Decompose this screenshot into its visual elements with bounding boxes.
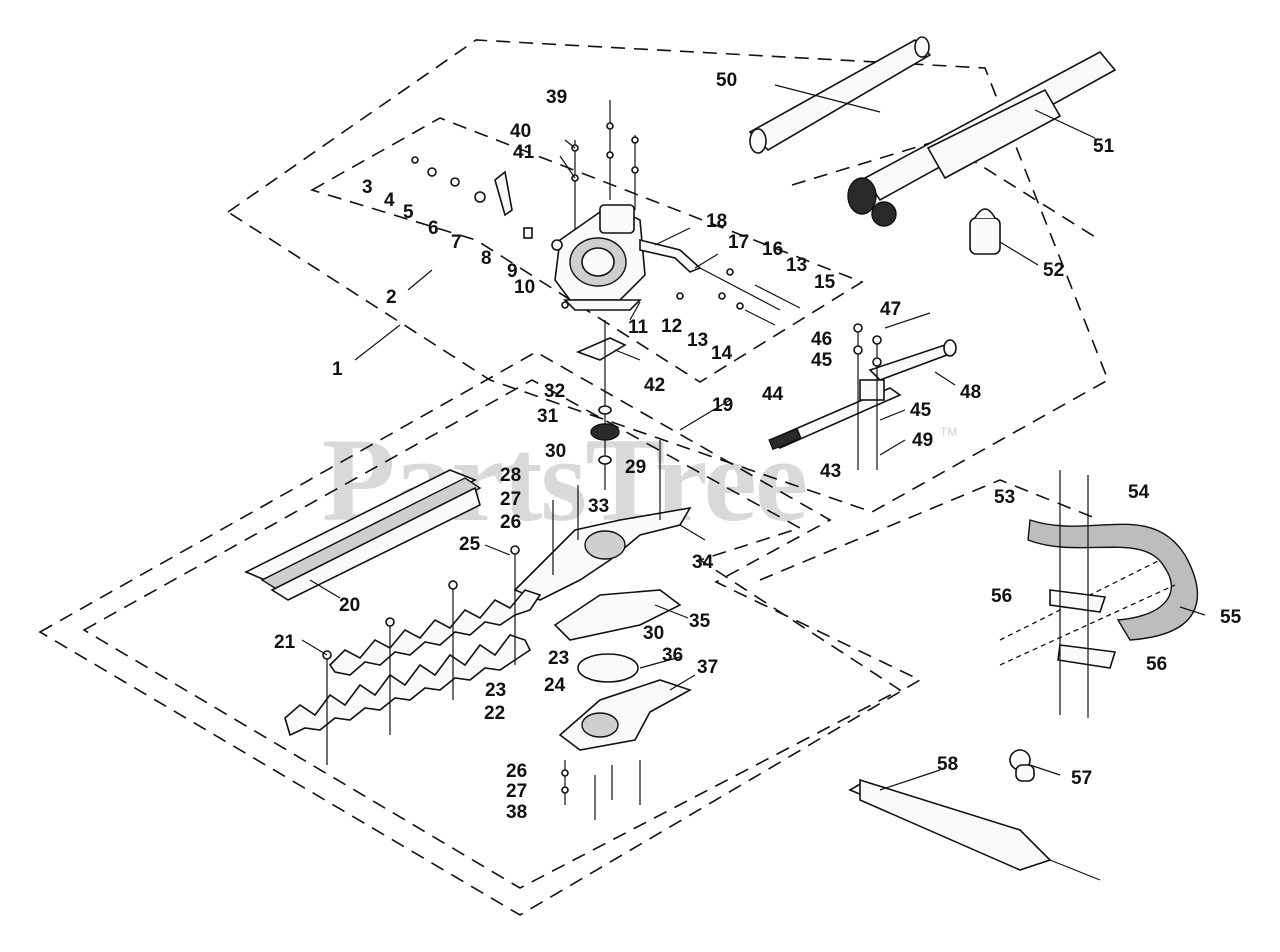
callout-29: 29 [625, 457, 646, 478]
callout-45b: 45 [910, 400, 932, 421]
lower-cover [558, 679, 692, 751]
callout-14: 14 [711, 343, 733, 364]
callout-27b: 27 [506, 781, 527, 802]
callout-12: 12 [661, 316, 682, 337]
assembly-outline-1 [226, 39, 1110, 513]
callout-38: 38 [506, 802, 527, 823]
callout-22: 22 [484, 703, 505, 724]
callout-20: 20 [339, 595, 360, 616]
callout-56b: 56 [1146, 654, 1167, 675]
handle-mount [768, 323, 957, 470]
callout-33: 33 [588, 496, 609, 517]
callout-26b: 26 [506, 761, 527, 782]
callout-16: 16 [762, 239, 783, 260]
shoulder-strap [848, 778, 1101, 881]
callout-56a: 56 [991, 586, 1012, 607]
callout-53: 53 [994, 487, 1015, 508]
callout-58: 58 [937, 754, 958, 775]
callout-7: 7 [451, 232, 462, 253]
assembly-outline-5 [791, 139, 1101, 241]
callout-46: 46 [811, 329, 832, 350]
callout-44: 44 [762, 384, 784, 405]
callout-leaders [301, 84, 1206, 791]
callout-32: 32 [544, 381, 565, 402]
cutting-blades [284, 589, 542, 737]
callout-18: 18 [706, 211, 727, 232]
callout-34: 34 [692, 552, 714, 573]
washer-plate [577, 653, 639, 683]
callout-11: 11 [628, 317, 649, 338]
blade-bolts [322, 545, 520, 765]
callout-13b: 13 [687, 330, 708, 351]
callout-labels: 50 51 52 39 40 41 3 4 5 6 7 8 9 10 2 1 1… [274, 70, 1242, 823]
lower-shaft-tube [847, 50, 1117, 227]
callout-4: 4 [384, 190, 395, 211]
callout-27a: 27 [500, 489, 521, 510]
callout-23a: 23 [548, 648, 569, 669]
callout-40: 40 [510, 121, 531, 142]
callout-41: 41 [513, 142, 535, 163]
callout-6: 6 [428, 218, 439, 239]
callout-26a: 26 [500, 512, 521, 533]
callout-17: 17 [728, 232, 749, 253]
callout-21: 21 [274, 632, 296, 653]
callout-10: 10 [514, 277, 535, 298]
callout-15: 15 [814, 272, 836, 293]
callout-2: 2 [386, 287, 397, 308]
callout-54: 54 [1128, 482, 1150, 503]
gearbox-hardware [411, 120, 801, 326]
blade-guard [244, 469, 482, 601]
loop-handle [999, 470, 1199, 718]
callout-36: 36 [662, 645, 683, 666]
callout-35: 35 [689, 611, 711, 632]
callout-50: 50 [716, 70, 737, 91]
callout-39: 39 [546, 87, 567, 108]
gasket-42 [575, 337, 627, 361]
callout-52: 52 [1043, 260, 1064, 281]
assembly-outline-3 [38, 351, 922, 916]
callout-37: 37 [697, 657, 718, 678]
bottom-bolts [561, 760, 641, 820]
callout-24: 24 [544, 675, 566, 696]
callout-3: 3 [362, 177, 373, 198]
gear-stack [590, 320, 620, 490]
callout-13a: 13 [786, 255, 807, 276]
throttle-lever [494, 170, 513, 217]
callout-8: 8 [481, 248, 492, 269]
assembly-outline-4 [82, 379, 902, 889]
callout-43: 43 [820, 461, 841, 482]
callout-45a: 45 [811, 350, 833, 371]
callout-30b: 30 [643, 623, 664, 644]
callout-5: 5 [403, 202, 414, 223]
callout-28: 28 [500, 465, 521, 486]
callout-30a: 30 [545, 441, 566, 462]
callout-57: 57 [1071, 768, 1092, 789]
callout-23b: 23 [485, 680, 506, 701]
gearbox-housing [554, 204, 646, 311]
drive-coupler [969, 208, 1001, 255]
cover-plate [553, 589, 682, 641]
callout-47: 47 [880, 299, 901, 320]
callout-1: 1 [332, 359, 343, 380]
gear-case [513, 440, 692, 601]
callout-51: 51 [1093, 136, 1115, 157]
callout-19: 19 [712, 395, 733, 416]
strap-clip [1009, 749, 1035, 782]
callout-31: 31 [537, 406, 559, 427]
callout-48: 48 [960, 382, 981, 403]
assembly-outline-6 [759, 479, 1101, 581]
callout-42: 42 [644, 375, 665, 396]
callout-55: 55 [1220, 607, 1242, 628]
watermark-tm: TM [940, 425, 957, 439]
callout-49: 49 [912, 430, 933, 451]
callout-25: 25 [459, 534, 481, 555]
callout-9: 9 [507, 261, 518, 282]
assembly-outline-2 [309, 117, 864, 383]
upper-shaft-tube [748, 36, 932, 154]
